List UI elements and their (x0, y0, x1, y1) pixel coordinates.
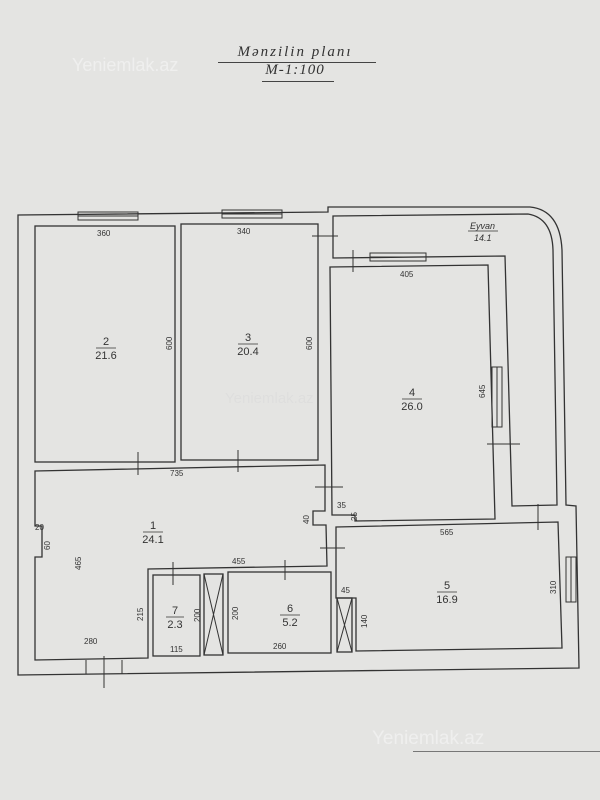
dim-r7-width: 115 (170, 645, 183, 654)
dim-r3-width: 340 (237, 227, 251, 236)
dim-r4-width: 405 (400, 270, 414, 279)
door-marks (85, 235, 539, 688)
scale-underline (262, 81, 334, 82)
room-1 (34, 464, 328, 661)
room-2 (34, 225, 176, 463)
balcony-outline (332, 213, 558, 507)
dim-r1-notch-b: 60 (43, 541, 52, 550)
dim-r3-depth: 600 (305, 336, 314, 350)
balcony-label: Eyvan (470, 221, 495, 231)
outer-wall (17, 206, 580, 676)
room-2-number: 2 (103, 336, 109, 348)
room-1-area: 24.1 (142, 534, 163, 546)
windows (77, 209, 577, 603)
plan-scale: M-1:100 (265, 62, 325, 78)
stamp-line (413, 751, 600, 752)
watermark-bottom: Yeniemlak.az (372, 728, 485, 749)
room-6 (227, 571, 332, 654)
watermark-top: Yeniemlak.az (72, 55, 179, 75)
room-5 (335, 521, 563, 652)
dim-corr-c: 40 (302, 515, 311, 524)
room-3-area: 20.4 (237, 346, 258, 358)
dim-r1-inner: 455 (232, 557, 246, 566)
watermark-center: Yeniemlak.az (225, 390, 314, 407)
dim-r5-width: 565 (440, 528, 454, 537)
dim-r5-depth: 310 (549, 580, 558, 594)
dim-corr-a: 35 (337, 501, 346, 510)
dim-r2-width: 360 (97, 229, 111, 238)
dim-r6-width: 260 (273, 642, 287, 651)
plan-title: Mənzilin planı (237, 44, 353, 60)
room-3-number: 3 (245, 332, 251, 344)
dim-r1-notch-a: 20 (35, 523, 44, 532)
dim-shaft-depth: 140 (360, 614, 369, 628)
room-6-area: 5.2 (282, 617, 297, 629)
dim-r7-depth: 200 (193, 608, 202, 622)
dim-shaft-width: 45 (341, 586, 350, 595)
shaft-1-cross (203, 573, 224, 656)
shaft-2 (336, 597, 353, 653)
room-1-number: 1 (150, 520, 156, 532)
shaft-1 (203, 573, 224, 656)
dim-r1-width: 735 (170, 469, 184, 478)
room-7 (152, 574, 201, 657)
dim-r1-bottom: 280 (84, 637, 98, 646)
room-4-area: 26.0 (401, 401, 422, 413)
title-underline (218, 62, 376, 63)
room-7-area: 2.3 (167, 619, 182, 631)
dim-corr-b: 25 (350, 512, 359, 521)
dim-r6-depth: 200 (231, 606, 240, 620)
dim-r1-depth: 465 (74, 556, 83, 570)
room-dividers (96, 343, 457, 618)
room-4-number: 4 (409, 387, 415, 399)
room-3 (180, 223, 319, 461)
room-6-number: 6 (287, 603, 293, 615)
room-2-area: 21.6 (95, 350, 116, 362)
room-4 (329, 264, 496, 522)
dim-r4-depth: 645 (478, 384, 487, 398)
shaft-2-cross (336, 597, 353, 653)
balcony-area: 14.1 (474, 233, 492, 243)
room-5-area: 16.9 (436, 594, 457, 606)
room-7-number: 7 (172, 605, 178, 617)
dim-r1-side: 215 (136, 607, 145, 621)
room-5-number: 5 (444, 580, 450, 592)
dim-r2-depth: 600 (165, 336, 174, 350)
